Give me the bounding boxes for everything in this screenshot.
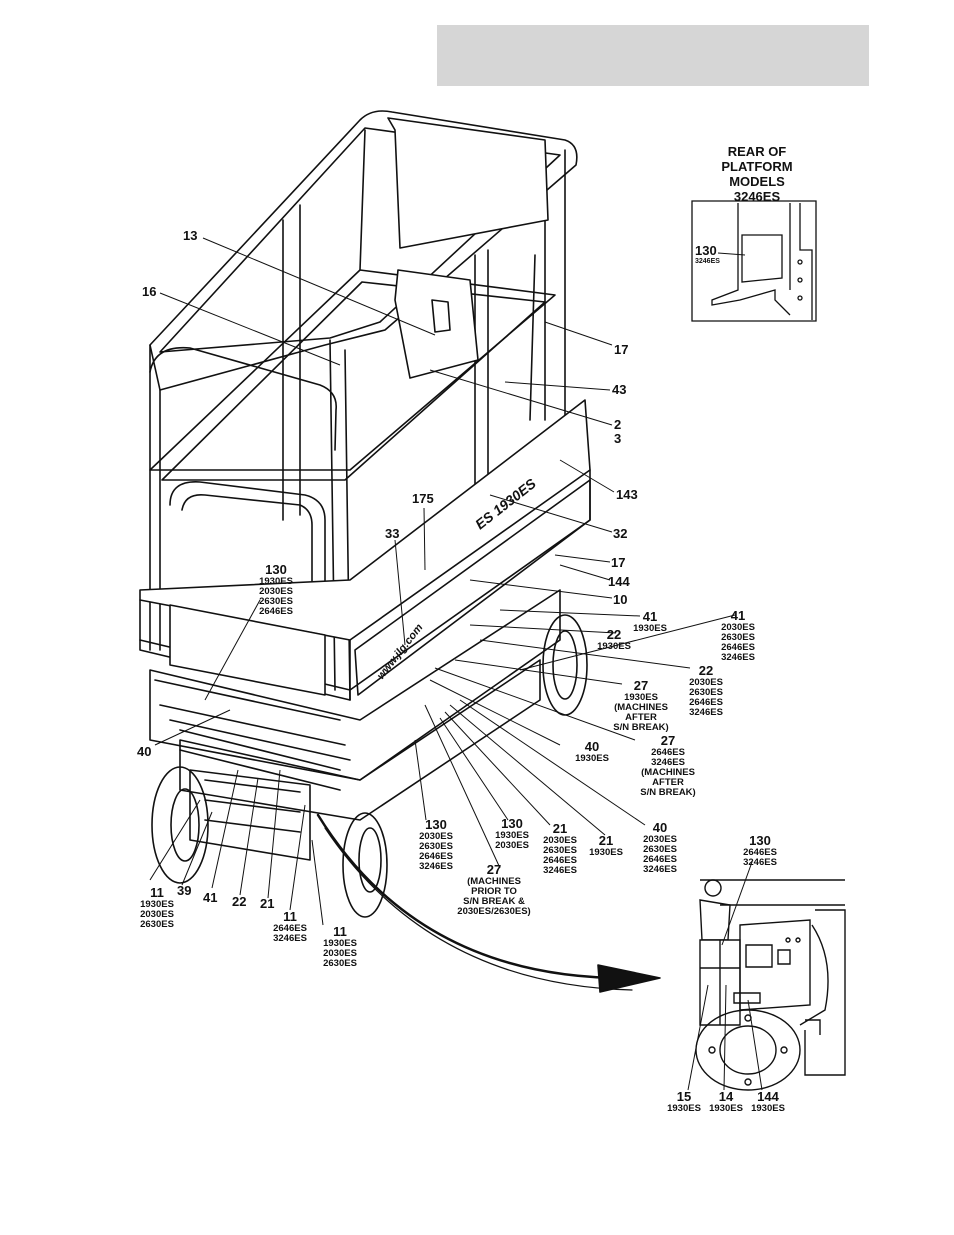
callout-130-d: 130 2646ES 3246ES [743, 833, 777, 868]
callout-39: 39 [177, 883, 192, 898]
callout-17: 17 [614, 342, 629, 357]
callout-21-c: 21 [260, 896, 275, 911]
callout-143: 143 [616, 487, 638, 502]
callout-14: 14 1930ES [709, 1089, 743, 1114]
chassis [150, 590, 560, 780]
callout-144-b: 144 1930ES [751, 1089, 785, 1114]
callout-130-e: 130 3246ES [695, 243, 720, 266]
callout-41-a: 41 1930ES [633, 609, 667, 634]
top-rail [150, 111, 577, 390]
callout-11-a: 11 1930ES 2030ES 2630ES [140, 885, 174, 930]
detail-wheel [696, 1010, 800, 1090]
callout-40-a: 40 [137, 744, 152, 759]
header-gray-band [437, 25, 869, 86]
callout-43: 43 [612, 382, 627, 397]
detail-chassis [700, 880, 845, 1075]
callout-22-b: 22 2030ES 2630ES 2646ES 3246ES [689, 663, 723, 718]
callout-27-b: 27 2646ES 3246ES (MACHINES AFTER S/N BRE… [640, 733, 696, 798]
callout-144: 144 [608, 574, 630, 589]
callout-33: 33 [385, 526, 400, 541]
callout-22-a: 22 1930ES [597, 627, 631, 652]
control-box [395, 270, 478, 378]
callout-11-b: 11 2646ES 3246ES [273, 909, 307, 944]
wheel-front-left [152, 767, 208, 883]
callout-16: 16 [142, 284, 157, 299]
callout-41-c: 41 [203, 890, 218, 905]
callout-22-c: 22 [232, 894, 247, 909]
callout-130-b: 130 2030ES 2630ES 2646ES 3246ES [419, 817, 453, 872]
callout-130-a: 130 1930ES 2030ES 2630ES 2646ES [259, 562, 293, 617]
callout-40-c: 40 2030ES 2630ES 2646ES 3246ES [643, 820, 677, 875]
callout-27-c: 27 (MACHINES PRIOR TO S/N BREAK & 2030ES… [457, 862, 531, 917]
callout-27-a: 27 1930ES (MACHINES AFTER S/N BREAK) [613, 678, 669, 733]
callout-41-b: 41 2030ES 2630ES 2646ES 3246ES [721, 608, 755, 663]
callout-11-c: 11 1930ES 2030ES 2630ES [323, 924, 357, 969]
callout-10: 10 [613, 592, 628, 607]
callout-40-b: 40 1930ES [575, 739, 609, 764]
wheel-front-right [343, 813, 387, 917]
callout-32: 32 [613, 526, 628, 541]
callout-17b: 17 [611, 555, 626, 570]
inset-title: REAR OF PLATFORM MODELS 3246ES [721, 144, 793, 204]
callout-13: 13 [183, 228, 198, 243]
callout-21-b: 21 1930ES [589, 833, 623, 858]
callout-21-a: 21 2030ES 2630ES 2646ES 3246ES [543, 821, 577, 876]
callout-175: 175 [412, 491, 434, 506]
callout-15: 15 1930ES [667, 1089, 701, 1114]
detail-arrow [318, 815, 630, 978]
callout-130-c: 130 1930ES 2030ES [495, 816, 529, 851]
